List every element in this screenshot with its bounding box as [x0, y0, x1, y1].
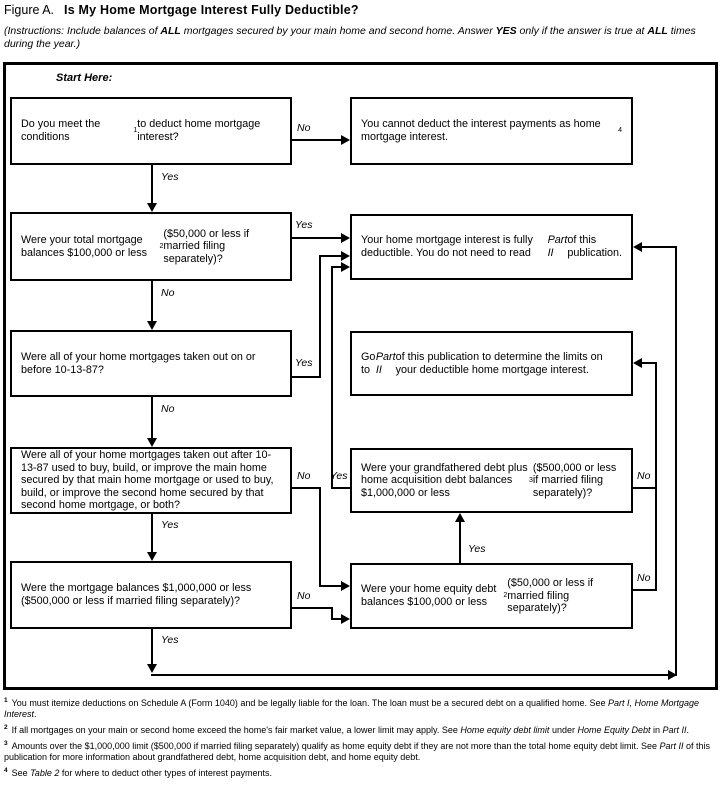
arrowhead-grandfathered-yes	[341, 262, 350, 272]
arrowhead-million-yes-down	[147, 664, 157, 673]
box-go-part2-result: Go to Part II of this publication to det…	[350, 331, 633, 396]
connector-conditions-no	[292, 139, 341, 141]
arrowhead-million-yes	[633, 242, 642, 252]
connector-grandfathered-yes-h1	[331, 487, 350, 489]
connector-before87-yes-h1	[292, 376, 321, 378]
edge-label-before87-yes: Yes	[295, 357, 313, 369]
connector-grandfathered-no-h2	[642, 362, 657, 364]
connector-grandfathered-yes-v	[331, 266, 333, 489]
connector-grandfathered-yes-h2	[331, 266, 341, 268]
connector-million-no-h1	[292, 607, 333, 609]
arrowhead-after87-no	[341, 581, 350, 591]
arrowhead-after87-yes	[147, 552, 157, 561]
edge-label-total-yes: Yes	[295, 219, 313, 231]
edge-label-homeequity-no: No	[637, 572, 651, 584]
edge-label-homeequity-yes: Yes	[468, 543, 486, 555]
connector-million-yes-h1	[151, 674, 668, 676]
connector-before87-no	[151, 397, 153, 438]
connector-total-no	[151, 281, 153, 321]
edge-label-before87-no: No	[161, 403, 175, 415]
edge-label-total-no: No	[161, 287, 175, 299]
edge-label-conditions-no: No	[297, 122, 311, 134]
arrowhead-homeequity-yes	[455, 513, 465, 522]
edge-label-million-yes: Yes	[161, 634, 179, 646]
arrowhead-total-no	[147, 321, 157, 330]
edge-label-after87-no: No	[297, 470, 311, 482]
box-after-1987-question: Were all of your home mortgages taken ou…	[10, 447, 292, 514]
edge-label-after87-yes: Yes	[161, 519, 179, 531]
connector-no-merge-v	[655, 362, 657, 591]
edge-label-million-no: No	[297, 590, 311, 602]
connector-homeequity-yes	[459, 521, 461, 563]
connector-million-yes-v1	[151, 629, 153, 664]
box-before-1987-question: Were all of your home mortgages taken ou…	[10, 330, 292, 397]
connector-total-yes	[292, 237, 341, 239]
arrowhead-conditions-no	[341, 135, 350, 145]
connector-after87-no-h2	[319, 585, 341, 587]
connector-conditions-yes	[151, 165, 153, 203]
start-here-label: Start Here:	[56, 72, 113, 84]
box-cannot-deduct-result: You cannot deduct the interest payments …	[350, 97, 633, 165]
connector-before87-yes-v	[319, 255, 321, 378]
box-million-balances-question: Were the mortgage balances $1,000,000 or…	[10, 561, 292, 629]
connector-before87-yes-h2	[319, 255, 341, 257]
edge-label-conditions-yes: Yes	[161, 171, 179, 183]
edge-label-grandfathered-yes: Yes	[330, 470, 348, 482]
connector-after87-no-h1	[292, 487, 321, 489]
box-home-equity-question: Were your home equity debt balances $100…	[350, 563, 633, 629]
figure-label: Figure A.	[4, 3, 55, 17]
connector-million-yes-h2	[642, 246, 677, 248]
edge-label-grandfathered-no: No	[637, 470, 651, 482]
connector-million-no-h2	[331, 618, 341, 620]
arrowhead-conditions-yes	[147, 203, 157, 212]
connector-after87-no-v	[319, 487, 321, 587]
connector-after87-yes	[151, 514, 153, 552]
box-fully-deductible-result: Your home mortgage interest is fully ded…	[350, 214, 633, 280]
figure-title-text: Is My Home Mortgage Interest Fully Deduc…	[64, 3, 359, 17]
box-total-balances-question: Were your total mortgage balances $100,0…	[10, 212, 292, 281]
arrowhead-before87-yes	[341, 251, 350, 261]
connector-homeequity-no	[633, 589, 657, 591]
connector-grandfathered-no-h	[633, 487, 657, 489]
connector-million-yes-v2	[675, 246, 677, 676]
arrowhead-total-yes	[341, 233, 350, 243]
arrowhead-before87-no	[147, 438, 157, 447]
box-grandfathered-question: Were your grandfathered debt plus home a…	[350, 448, 633, 513]
connector-million-no-v	[331, 607, 333, 620]
arrowhead-million-yes-right	[668, 670, 677, 680]
arrowhead-grandfathered-no	[633, 358, 642, 368]
instructions-text: (Instructions: Include balances of ALL m…	[4, 25, 696, 50]
figure-title: Figure A. Is My Home Mortgage Interest Fu…	[4, 3, 359, 17]
arrowhead-million-no	[341, 614, 350, 624]
